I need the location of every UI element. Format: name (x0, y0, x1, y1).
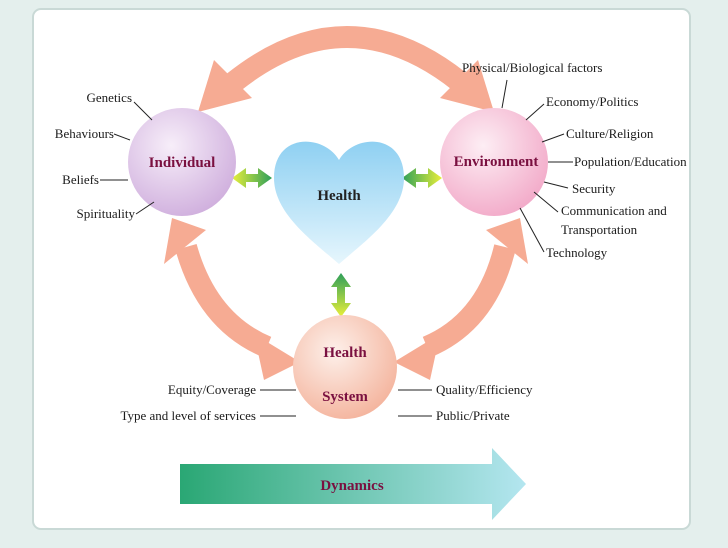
right-cycle-arrow (422, 244, 516, 358)
left-arrowhead-down (254, 334, 300, 380)
individual-node (128, 108, 236, 216)
right-arrowhead-down (394, 334, 440, 380)
right-arrowhead-up (486, 218, 528, 264)
top-arrowhead-right (440, 60, 494, 112)
factor-genetics: Genetics (87, 90, 132, 105)
factor-physical-biological: Physical/Biological factors (462, 60, 602, 75)
left-cycle-arrow (175, 243, 272, 358)
link-system-health (331, 273, 351, 317)
factor-transportation: Transportation (561, 222, 638, 237)
dynamics-arrow (180, 448, 526, 520)
factor-population-education: Population/Education (574, 154, 687, 169)
factor-spirituality: Spirituality (77, 206, 136, 221)
factor-beliefs: Beliefs (62, 172, 99, 187)
top-arrowhead-left (198, 60, 252, 112)
left-arrowhead-up (164, 218, 206, 264)
link-individual-health (232, 168, 272, 188)
environment-factors-leaders (501, 79, 573, 253)
factor-communication: Communication and (561, 203, 667, 218)
factor-type-level-services: Type and level of services (120, 408, 256, 423)
diagram-canvas: Individual Environment Health Health Sys… (32, 8, 691, 530)
cycle-arrows (164, 26, 528, 380)
individual-factors (100, 101, 155, 215)
system-factors-leaders (260, 389, 432, 417)
factor-quality-efficiency: Quality/Efficiency (436, 382, 533, 397)
health-system-label-line2: System (322, 389, 368, 405)
factor-equity-coverage: Equity/Coverage (168, 382, 256, 397)
health-heart-node (274, 141, 404, 264)
health-system-node (293, 315, 397, 419)
health-label: Health (317, 188, 361, 204)
top-cycle-arrow (227, 26, 467, 91)
environment-label: Environment (454, 154, 539, 170)
factor-economy-politics: Economy/Politics (546, 94, 638, 109)
dynamics-label: Dynamics (320, 478, 383, 494)
factor-behaviours: Behaviours (55, 126, 114, 141)
factor-technology: Technology (546, 245, 608, 260)
factor-public-private: Public/Private (436, 408, 510, 423)
health-system-label-line1: Health (323, 345, 367, 361)
factor-security: Security (572, 181, 616, 196)
link-environment-health (402, 168, 442, 188)
environment-node (440, 108, 548, 216)
individual-label: Individual (149, 155, 216, 171)
factor-culture-religion: Culture/Religion (566, 126, 654, 141)
